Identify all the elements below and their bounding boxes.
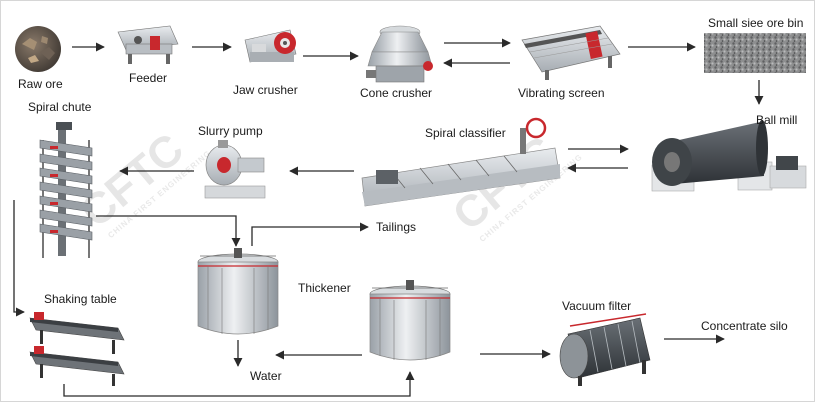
spiral-classifier-image [361, 117, 561, 207]
label-spiral-chute: Spiral chute [28, 100, 92, 114]
label-cone-crusher: Cone crusher [360, 86, 432, 100]
label-concentrate-silo: Concentrate silo [701, 319, 788, 333]
cone-crusher-image [366, 25, 433, 83]
label-water: Water [250, 369, 282, 383]
label-jaw-crusher: Jaw crusher [233, 83, 298, 97]
ball-mill-image [651, 120, 807, 192]
thickener-2-image [369, 280, 451, 361]
ore-bin-image [704, 33, 806, 73]
arrow-shaking-table-to-thickener2 [63, 371, 415, 397]
label-slurry-pump: Slurry pump [198, 124, 263, 138]
slurry-pump-image [204, 140, 266, 199]
jaw-crusher-image [244, 29, 297, 63]
label-vacuum-filter: Vacuum filter [562, 299, 631, 313]
watermark-left: CFTC CHINA FIRST ENGINEERING [72, 124, 213, 240]
vibrating-screen-image [521, 25, 621, 80]
label-tailings: Tailings [376, 220, 416, 234]
shaking-table-image [29, 312, 125, 386]
arrow-spiral-chute-to-shaking-table [13, 200, 25, 317]
label-vibrating-screen: Vibrating screen [518, 86, 605, 100]
flow-arrows [13, 38, 764, 397]
vacuum-filter-image [559, 313, 651, 386]
arrow-thickener-to-tailings [251, 222, 369, 246]
label-spiral-classifier: Spiral classifier [425, 126, 506, 140]
label-ore-bin: Small siee ore bin [708, 16, 803, 30]
label-ball-mill: Ball mill [756, 113, 797, 127]
label-feeder: Feeder [129, 71, 167, 85]
feeder-image [117, 25, 179, 64]
arrow-spiral-chute-to-thickener [96, 215, 241, 247]
label-shaking-table: Shaking table [44, 292, 117, 306]
thickener-1-image [197, 248, 279, 335]
raw-ore-image [15, 26, 61, 72]
label-raw-ore: Raw ore [18, 77, 63, 91]
spiral-chute-image [39, 122, 93, 258]
label-thickener: Thickener [298, 281, 351, 295]
